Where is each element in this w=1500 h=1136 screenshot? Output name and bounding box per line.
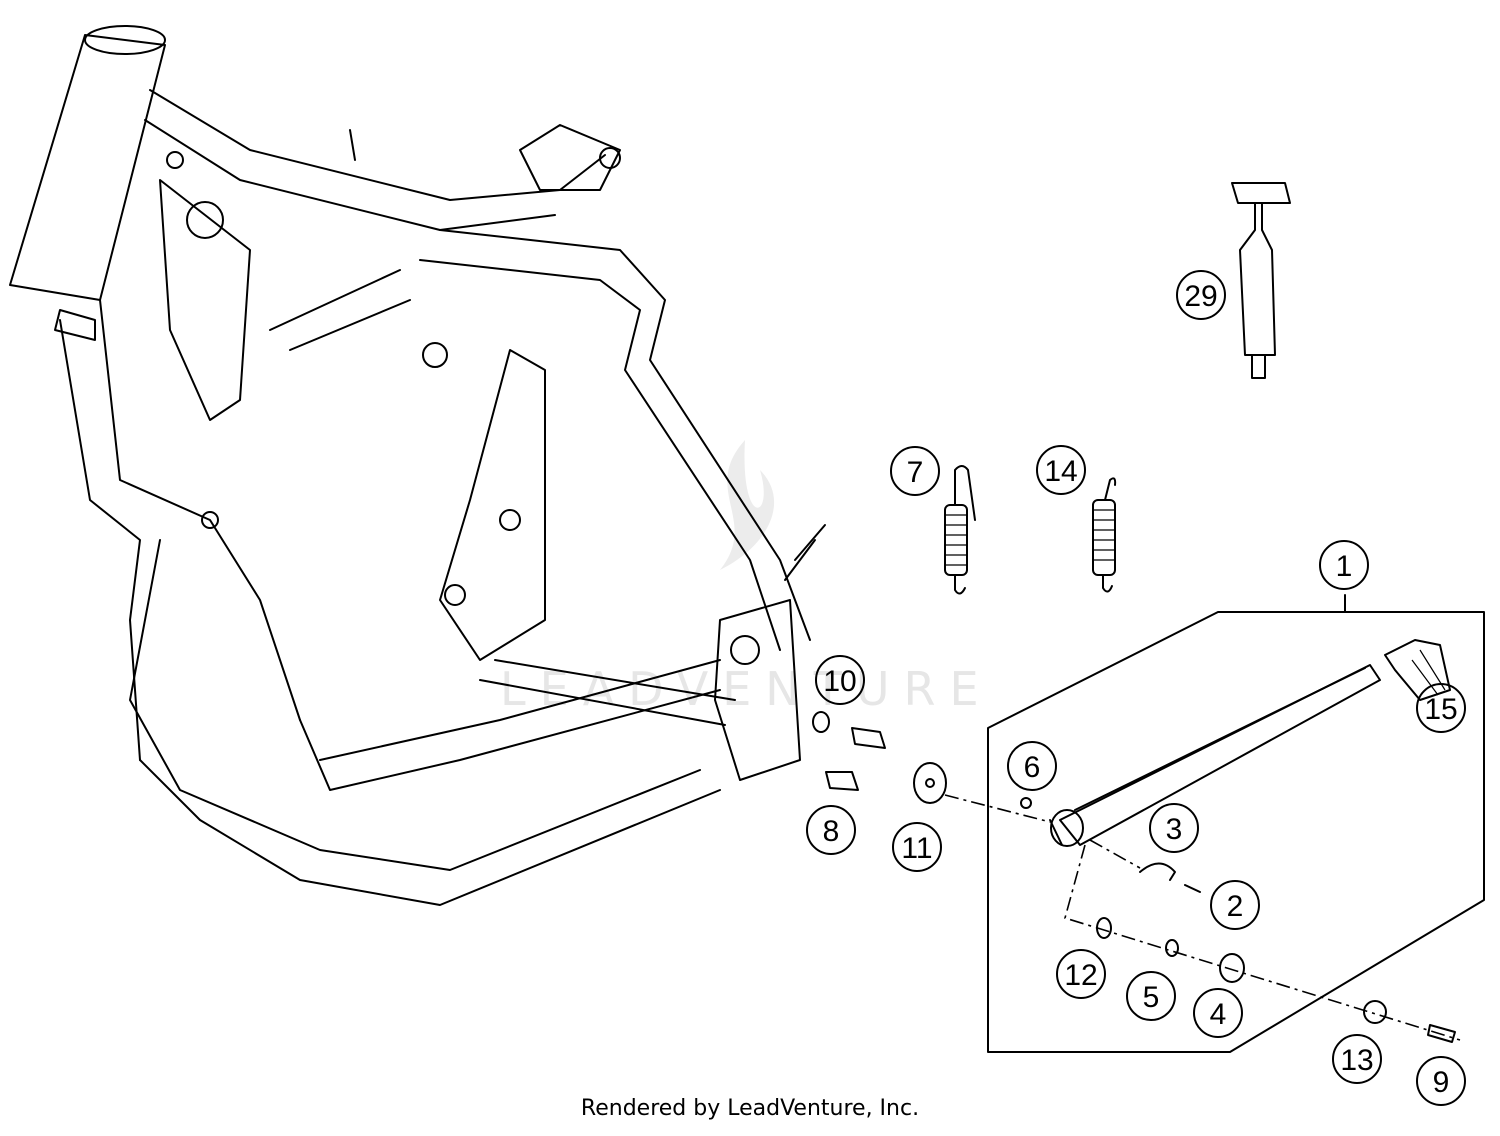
callout-29[interactable]: 29: [1176, 270, 1226, 320]
side-stand: [1049, 639, 1451, 847]
callout-12[interactable]: 12: [1056, 949, 1106, 999]
watermark: LEADVENTURE: [500, 440, 993, 716]
callout-7[interactable]: 7: [890, 446, 940, 496]
watermark-text: LEADVENTURE: [500, 662, 993, 716]
svg-text:14: 14: [1044, 455, 1077, 488]
callout-14[interactable]: 14: [1036, 445, 1086, 495]
svg-text:13: 13: [1340, 1044, 1373, 1077]
callout-3[interactable]: 3: [1149, 803, 1199, 853]
callout-15[interactable]: 15: [1416, 683, 1466, 733]
callout-11[interactable]: 11: [892, 822, 942, 872]
svg-text:9: 9: [1433, 1066, 1450, 1099]
svg-text:15: 15: [1424, 693, 1457, 726]
svg-text:2: 2: [1227, 890, 1244, 923]
callout-10[interactable]: 10: [815, 655, 865, 705]
callout-6[interactable]: 6: [1007, 741, 1057, 791]
svg-text:1: 1: [1336, 550, 1353, 583]
svg-text:6: 6: [1024, 751, 1041, 784]
callouts: 1 2 3 4 5 6 7 8 9 10 11 12 13 14 15 29: [806, 270, 1466, 1106]
small-parts: [812, 711, 1461, 1043]
svg-text:12: 12: [1064, 959, 1097, 992]
callout-13[interactable]: 13: [1332, 1034, 1382, 1084]
svg-text:3: 3: [1166, 813, 1183, 846]
callout-4[interactable]: 4: [1193, 988, 1243, 1038]
motorcycle-frame: [9, 25, 826, 906]
footer-credit: Rendered by LeadVenture, Inc.: [580, 1096, 920, 1121]
svg-text:4: 4: [1210, 998, 1227, 1031]
svg-text:5: 5: [1143, 981, 1160, 1014]
flame-icon: [720, 440, 775, 570]
part-29-tool: [1231, 182, 1291, 379]
part-7-spring: [944, 465, 976, 595]
callout-5[interactable]: 5: [1126, 971, 1176, 1021]
part-1-assembly-box: [987, 594, 1485, 1053]
svg-text:7: 7: [907, 456, 924, 489]
svg-text:11: 11: [901, 832, 932, 865]
callout-8[interactable]: 8: [806, 805, 856, 855]
svg-text:29: 29: [1184, 280, 1217, 313]
callout-1[interactable]: 1: [1319, 540, 1369, 590]
callout-9[interactable]: 9: [1416, 1056, 1466, 1106]
svg-text:10: 10: [823, 665, 856, 698]
svg-text:8: 8: [823, 815, 840, 848]
callout-2[interactable]: 2: [1210, 880, 1260, 930]
part-14-spring: [1092, 477, 1117, 593]
